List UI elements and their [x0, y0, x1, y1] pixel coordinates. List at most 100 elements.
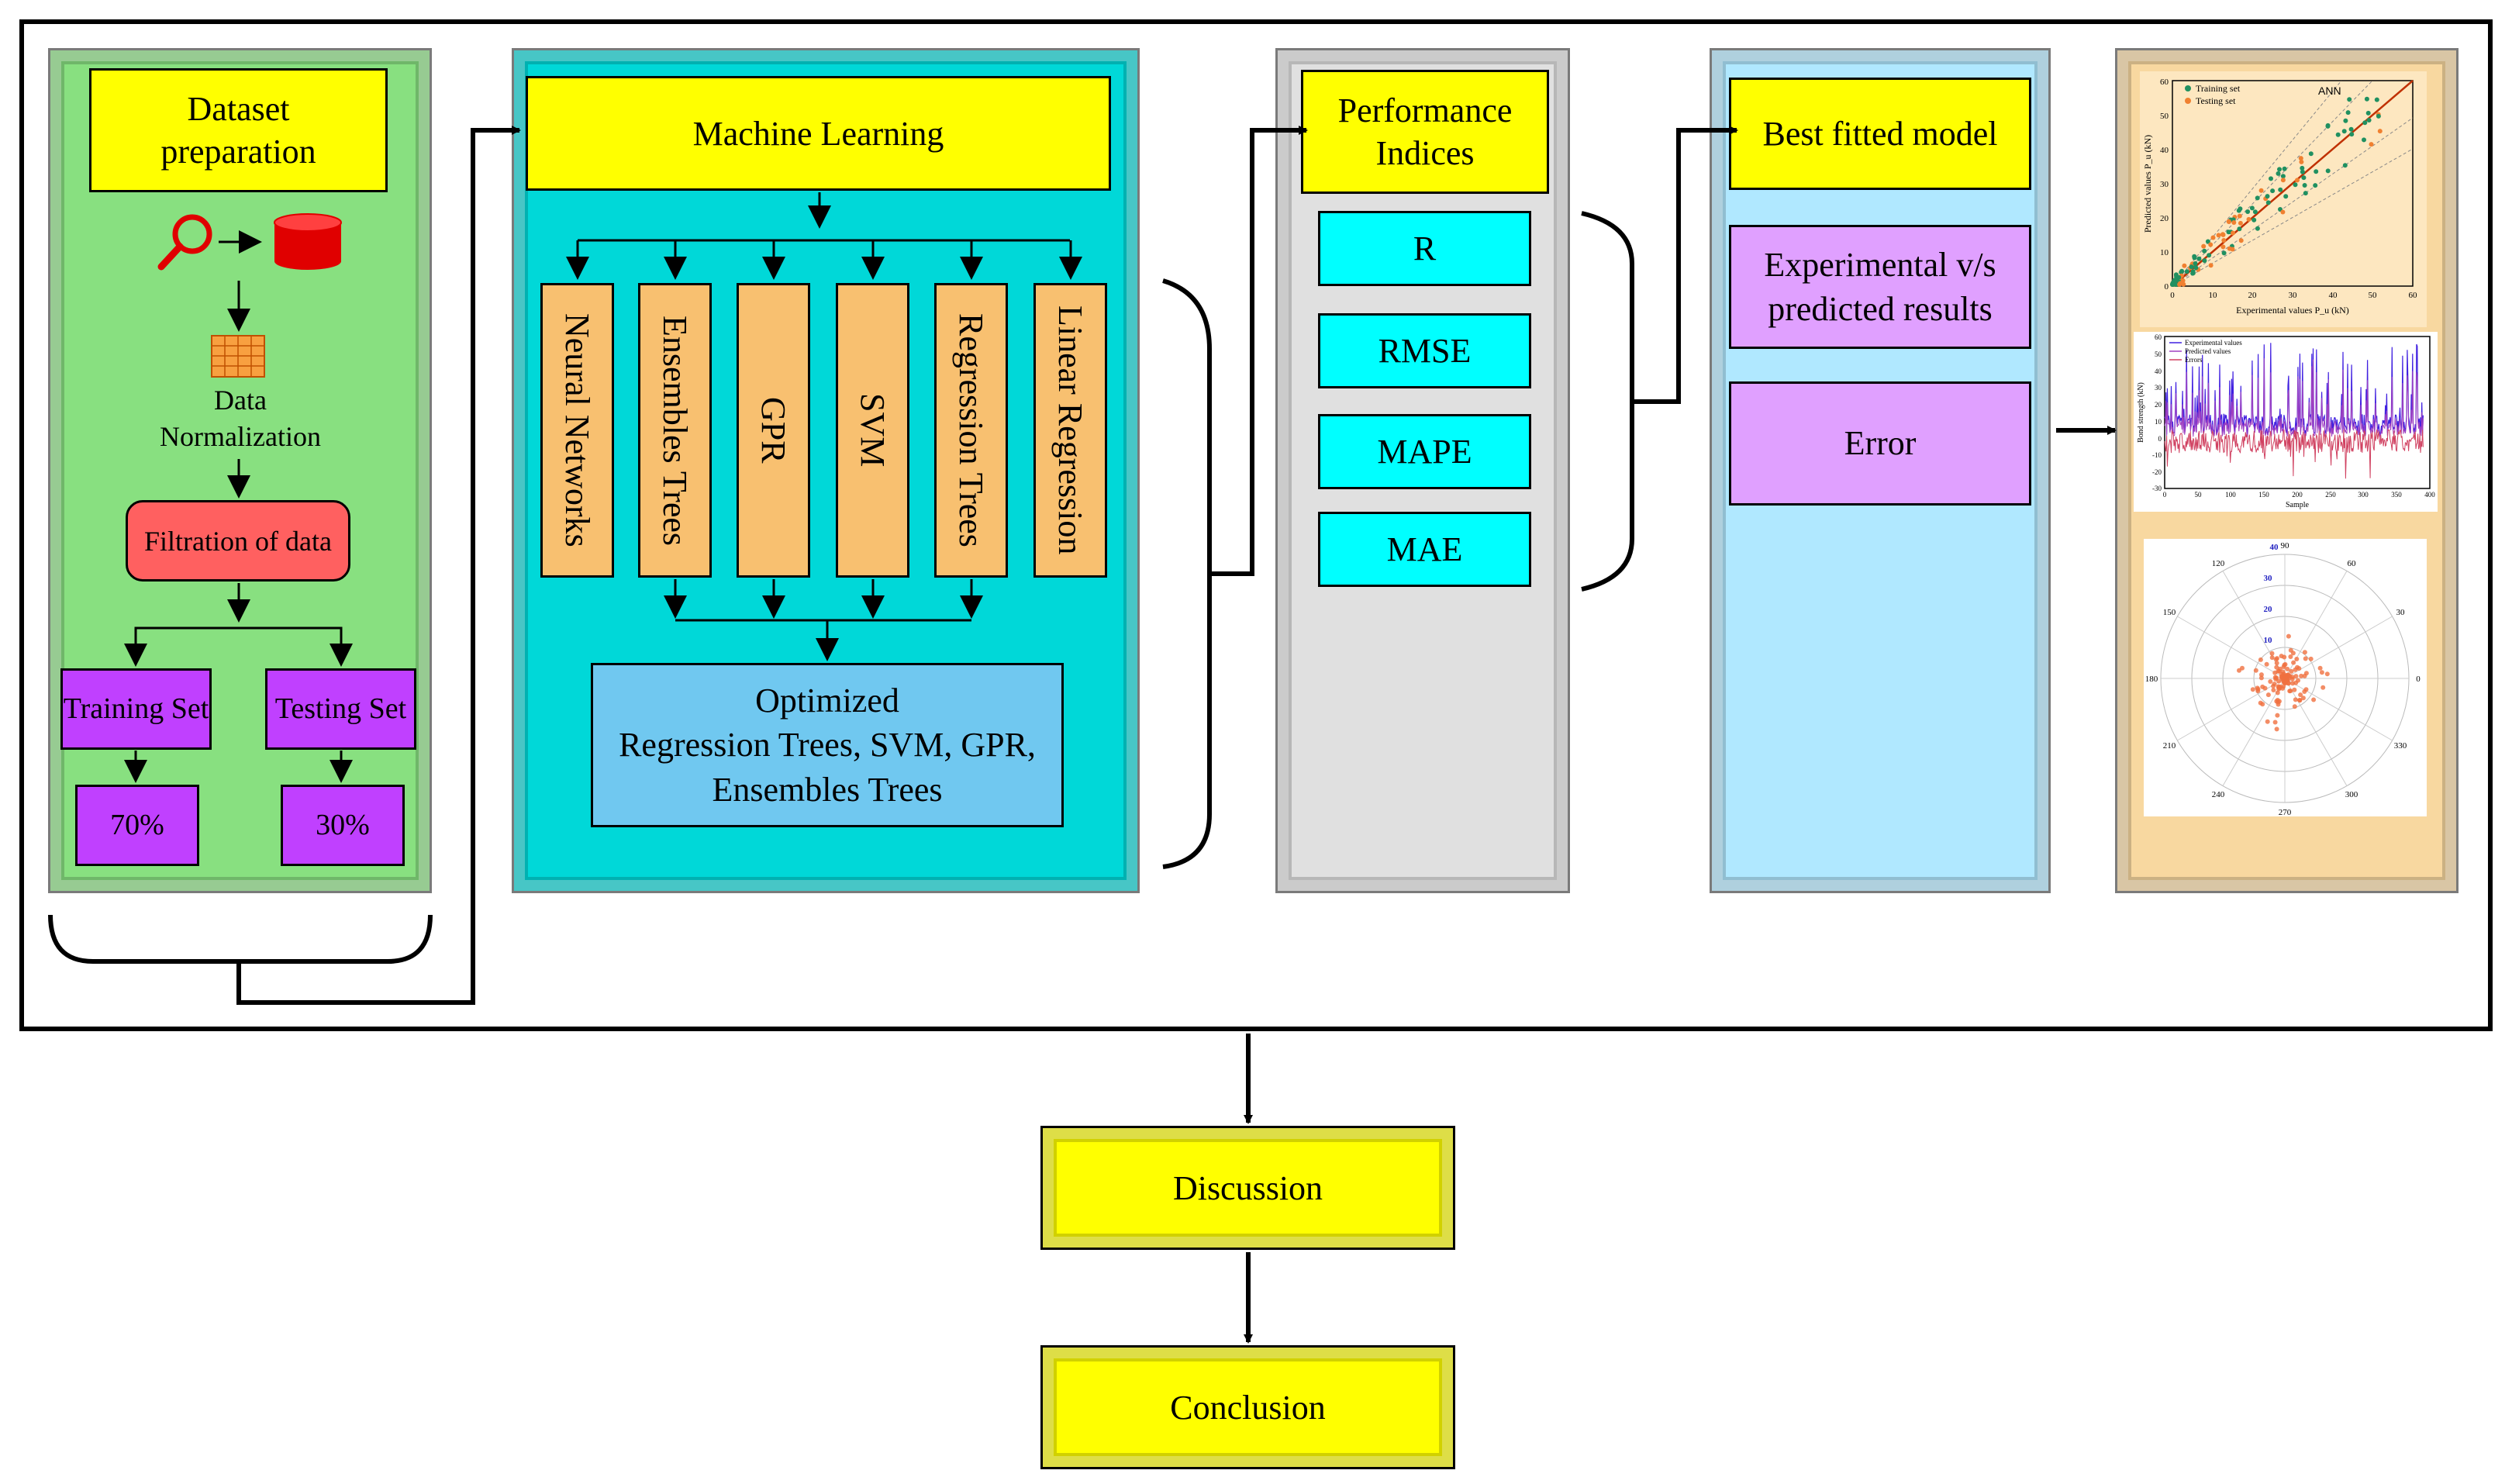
line-xlabel: Sample — [2286, 501, 2310, 509]
scatter-point — [2369, 142, 2374, 147]
polar-point — [2289, 668, 2294, 674]
scatter-point — [2170, 282, 2175, 287]
polar-point — [2264, 661, 2269, 667]
line-legend: Experimental values Predicted values Err… — [2169, 339, 2242, 364]
scatter-point — [2276, 171, 2281, 176]
scatter-point — [2366, 118, 2372, 123]
scatter-point — [2249, 205, 2255, 211]
polar-point — [2265, 719, 2270, 724]
scatter-point — [2376, 113, 2381, 119]
scatter-point — [2193, 265, 2199, 271]
scatter-point — [2226, 219, 2231, 224]
experimental-vs-predicted-box: Experimental v/s predicted results — [1729, 225, 2031, 349]
scatter-point — [2192, 255, 2197, 261]
polar-point — [2293, 674, 2299, 679]
polar-point — [2258, 675, 2264, 681]
scatter-point — [2362, 137, 2366, 143]
polar-point — [2274, 726, 2279, 732]
scatter-point — [2313, 183, 2318, 188]
svg-text:30: 30 — [2289, 291, 2298, 300]
model-label: Ensembles Trees — [656, 315, 694, 546]
scatter-point — [2221, 238, 2227, 243]
polar-point — [2271, 688, 2276, 692]
scatter-point — [2308, 151, 2314, 157]
scatter-xticks: 0 10 20 30 40 50 60 — [2170, 291, 2417, 300]
polar-point — [2282, 654, 2287, 660]
polar-radius-labels: 10 20 30 40 — [2264, 543, 2279, 645]
svg-text:60: 60 — [2155, 333, 2162, 341]
polar-point — [2283, 661, 2288, 667]
svg-text:40: 40 — [2155, 368, 2162, 375]
index-rmse: RMSE — [1318, 313, 1531, 388]
polar-point — [2258, 672, 2264, 678]
scatter-point — [2252, 209, 2258, 215]
line-yticks: 60 50 40 30 20 10 0 -10 -20 -30 — [2152, 333, 2162, 492]
svg-text:50: 50 — [2369, 291, 2378, 300]
scatter-ylabel: Predicted values P_u (kN) — [2142, 135, 2153, 233]
scatter-point — [2300, 165, 2305, 171]
polar-point — [2284, 677, 2289, 682]
scatter-point — [2295, 178, 2300, 183]
scatter-point — [2345, 110, 2351, 116]
svg-text:100: 100 — [2225, 491, 2236, 499]
scatter-point — [2301, 175, 2307, 181]
scatter-point — [2314, 169, 2319, 174]
scatter-point — [2269, 176, 2273, 181]
grid-table-icon — [211, 335, 265, 378]
svg-text:Errors: Errors — [2185, 356, 2203, 364]
scatter-point — [2265, 200, 2271, 205]
polar-point — [2296, 678, 2300, 683]
scatter-point — [2208, 242, 2214, 247]
polar-point — [2317, 665, 2323, 671]
testing-set-box: Testing Set — [265, 668, 416, 750]
scatter-point — [2231, 230, 2235, 236]
scatter-point — [2196, 256, 2202, 261]
scatter-point — [2258, 188, 2264, 193]
scatter-legend: Training set Testing set — [2185, 83, 2241, 106]
training-set-box: Training Set — [60, 668, 212, 750]
svg-text:0: 0 — [2163, 491, 2167, 499]
polar-angle-label: 150 — [2163, 608, 2176, 617]
scatter-point — [2181, 281, 2186, 287]
legend-training: Training set — [2196, 83, 2241, 94]
polar-point — [2250, 687, 2255, 692]
scatter-point — [2293, 182, 2298, 188]
polar-angle-label: 0 — [2416, 675, 2421, 684]
polar-point — [2274, 664, 2279, 670]
polar-spoke — [2284, 678, 2348, 786]
series-errors — [2164, 429, 2424, 479]
svg-text:350: 350 — [2391, 491, 2402, 499]
polar-point — [2293, 697, 2298, 702]
polar-point — [2274, 661, 2279, 666]
filtration-box: Filtration of data — [126, 500, 350, 582]
index-mae: MAE — [1318, 512, 1531, 587]
scatter-point — [2231, 220, 2237, 225]
scatter-point — [2282, 166, 2287, 171]
optimized-box: Optimized Regression Trees, SVM, GPR, En… — [591, 663, 1064, 827]
search-icon — [155, 211, 217, 273]
index-mape: MAPE — [1318, 414, 1531, 489]
model-label: Neural Networks — [558, 313, 596, 547]
svg-text:300: 300 — [2358, 491, 2369, 499]
scatter-point — [2302, 183, 2307, 188]
scatter-point — [2299, 159, 2304, 164]
index-r: R — [1318, 211, 1531, 286]
polar-point — [2292, 704, 2297, 709]
polar-point — [2308, 656, 2314, 661]
polar-point — [2290, 681, 2296, 686]
scatter-point — [2343, 118, 2348, 123]
scatter-point — [2277, 167, 2282, 172]
model-svm: SVM — [836, 283, 909, 578]
scatter-point — [2374, 97, 2379, 102]
scatter-point — [2347, 97, 2352, 102]
polar-point — [2299, 673, 2304, 678]
scatter-point — [2190, 271, 2196, 276]
polar-spoke — [2284, 678, 2393, 741]
scatter-point — [2377, 129, 2383, 134]
scatter-point — [2348, 126, 2354, 132]
polar-angle-label: 270 — [2279, 808, 2292, 816]
polar-point — [2288, 654, 2293, 659]
scatter-point — [2179, 268, 2185, 274]
